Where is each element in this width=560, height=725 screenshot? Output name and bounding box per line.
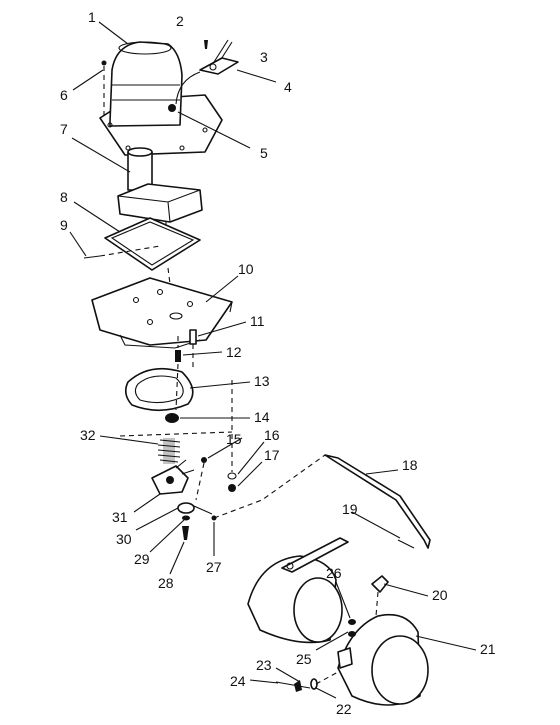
callout-13: 13 <box>254 373 270 389</box>
part-bolt-22-24 <box>275 671 339 692</box>
callout-4: 4 <box>284 79 292 95</box>
callout-23: 23 <box>256 657 272 673</box>
part-cover-housing <box>99 41 223 156</box>
callout-12: 12 <box>226 344 242 360</box>
part-washers-25-26 <box>348 619 356 637</box>
callout-21: 21 <box>480 641 496 657</box>
part-plunger-block <box>117 147 203 240</box>
callout-25: 25 <box>296 651 312 667</box>
callout-10: 10 <box>238 261 254 277</box>
callout-14: 14 <box>254 409 270 425</box>
part-spring-32 <box>157 438 181 464</box>
callout-30: 30 <box>116 531 132 547</box>
part-cable-end-19 <box>397 539 415 549</box>
callout-labels: 1 2 3 4 5 6 7 8 9 10 11 12 13 14 15 16 1… <box>60 9 496 717</box>
callout-16: 16 <box>264 427 280 443</box>
callout-8: 8 <box>60 189 68 205</box>
callout-22: 22 <box>336 701 352 717</box>
part-pin-9 <box>83 245 161 259</box>
part-throttle-body-left <box>247 537 349 644</box>
part-throttle-body-21 <box>337 613 429 706</box>
callout-19: 19 <box>342 501 358 517</box>
callout-9: 9 <box>60 217 68 233</box>
part-screw-6 <box>101 60 107 118</box>
callout-5: 5 <box>260 145 268 161</box>
part-fitting-20 <box>371 575 389 617</box>
callout-2: 2 <box>176 13 184 29</box>
leader-lines <box>69 21 477 699</box>
part-needle-valve-11 <box>189 329 197 368</box>
callout-1: 1 <box>88 9 96 25</box>
part-cable-18 <box>211 454 431 549</box>
callout-28: 28 <box>158 575 174 591</box>
callout-6: 6 <box>60 87 68 103</box>
callout-26: 26 <box>326 565 342 581</box>
callout-17: 17 <box>264 447 280 463</box>
part-gasket-13 <box>124 367 194 412</box>
part-base-plate-10 <box>91 277 233 349</box>
callout-3: 3 <box>260 49 268 65</box>
callout-24: 24 <box>230 673 246 689</box>
part-jet-12 <box>175 336 181 362</box>
callout-15: 15 <box>226 431 242 447</box>
callout-20: 20 <box>432 587 448 603</box>
part-clips-15-16-17 <box>195 380 237 501</box>
callout-11: 11 <box>250 313 265 329</box>
callout-29: 29 <box>134 551 150 567</box>
part-screw-group-28-30 <box>177 502 213 540</box>
part-float-body-31 <box>151 459 195 495</box>
callout-31: 31 <box>112 509 128 525</box>
callout-18: 18 <box>402 457 418 473</box>
part-gasket-8 <box>104 217 201 271</box>
callout-7: 7 <box>60 121 68 137</box>
part-seat-14 <box>165 363 179 423</box>
callout-27: 27 <box>206 559 222 575</box>
part-fitting-group <box>168 39 239 112</box>
callout-32: 32 <box>80 427 96 443</box>
